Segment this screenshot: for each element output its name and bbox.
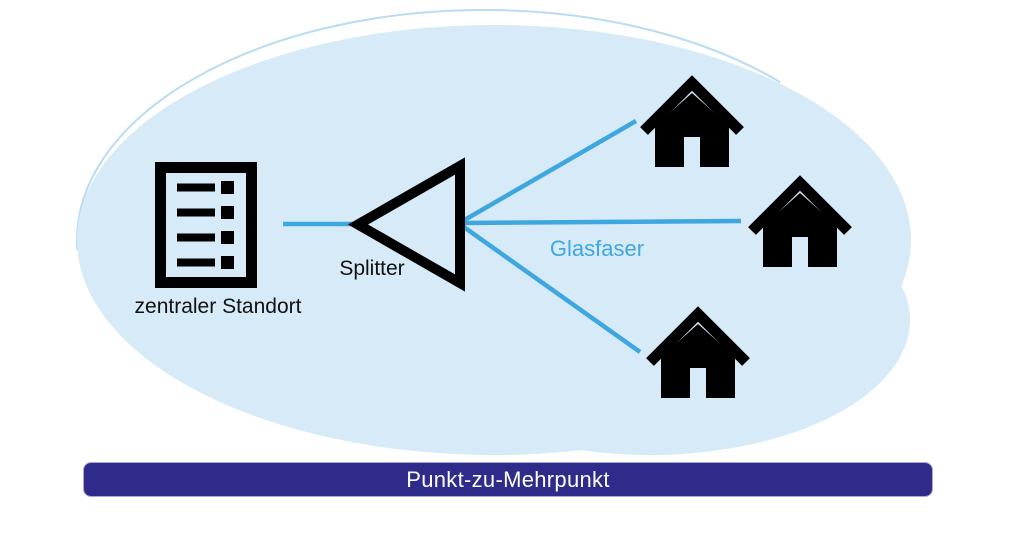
splitter-label: Splitter	[339, 257, 405, 280]
title-banner-label: Punkt-zu-Mehrpunkt	[406, 466, 610, 492]
title-banner: Punkt-zu-Mehrpunkt	[83, 462, 933, 497]
building-row-square	[221, 231, 234, 244]
building-row-square	[221, 256, 234, 269]
fiber-label: Glasfaser	[549, 236, 645, 261]
building-row-bar	[177, 233, 215, 242]
central-office-building-icon	[155, 162, 257, 288]
splitter-icon	[347, 157, 465, 292]
building-row-square	[221, 181, 234, 194]
building-row-bar	[177, 258, 215, 267]
building-outline	[155, 162, 257, 288]
fiber-line-splitter-to-house-3	[459, 223, 642, 354]
fiber-line-splitter-to-house-1	[459, 119, 638, 224]
building-row-bar	[177, 183, 215, 192]
building-row-square	[221, 206, 234, 219]
building-row-bar	[177, 208, 215, 217]
central-office-label: zentraler Standort	[134, 295, 302, 318]
fiber-line-splitter-to-house-2	[460, 218, 742, 226]
